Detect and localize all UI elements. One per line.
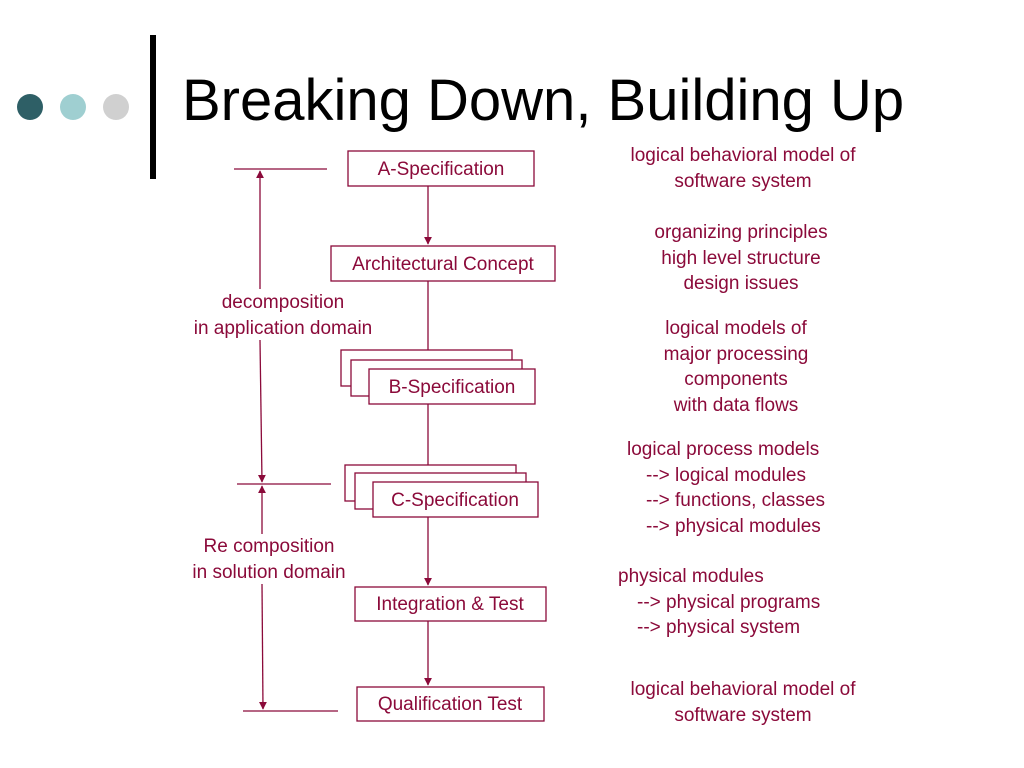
page-title: Breaking Down, Building Up — [182, 68, 905, 133]
c-spec-label: C-Specification — [391, 490, 519, 511]
b-spec-description-line-2: major processing — [663, 343, 809, 365]
integration-description-line-1: physical modules — [618, 566, 764, 587]
bullet-dot-dark — [17, 94, 43, 120]
arch-concept-label: Architectural Concept — [352, 254, 534, 275]
c-spec-description-line-1: logical process models — [627, 439, 820, 460]
b-spec-description: logical models of major processing compo… — [634, 316, 838, 418]
a-spec-label: A-Specification — [378, 159, 505, 180]
b-spec-description-line-1: logical models of — [665, 318, 807, 339]
arch-concept-box — [330, 245, 556, 282]
b-spec-description-line-4: with data flows — [673, 394, 799, 416]
a-spec-description-line-2: software system — [674, 170, 812, 192]
recomposition-label-line-1: Re composition — [203, 536, 335, 557]
arch-concept-description-line-3: design issues — [683, 273, 799, 294]
b-spec-description-line-3: components — [684, 369, 788, 390]
a-spec-description: logical behavioral model of software sys… — [609, 143, 877, 194]
integration-box — [354, 586, 547, 622]
c-spec-description-line-2: --> logical modules — [646, 464, 806, 486]
qualification-label: Qualification Test — [378, 694, 523, 715]
integration-label: Integration & Test — [376, 594, 524, 615]
integration-description: physical modules --> physical programs -… — [618, 564, 868, 641]
decomposition-label: decomposition in application domain — [176, 290, 390, 341]
decomposition-arrow-lower — [257, 339, 266, 483]
qualification-description-line-1: logical behavioral model of — [630, 679, 856, 700]
bullet-dot-light — [103, 94, 129, 120]
decomposition-label-line-1: decomposition — [221, 292, 345, 313]
arch-concept-description-line-1: organizing principles — [654, 222, 828, 243]
recomposition-label: Re composition in solution domain — [176, 534, 362, 585]
integration-description-line-2: --> physical programs — [637, 591, 821, 613]
qualification-description: logical behavioral model of software sys… — [609, 677, 877, 728]
a-spec-description-line-1: logical behavioral model of — [630, 145, 856, 166]
c-spec-description: logical process models --> logical modul… — [627, 437, 887, 539]
arch-concept-description: organizing principles high level structu… — [622, 220, 860, 297]
decomposition-label-line-2: in application domain — [193, 317, 373, 339]
arch-concept-description-line-2: high level structure — [661, 247, 821, 269]
c-spec-description-line-3: --> functions, classes — [646, 490, 825, 511]
c-spec-box — [372, 481, 539, 518]
b-spec-box — [368, 368, 536, 405]
c-spec-description-line-4: --> physical modules — [646, 515, 821, 537]
b-spec-label: B-Specification — [389, 377, 516, 398]
qualification-box — [356, 686, 545, 722]
bullet-dot-mid — [60, 94, 86, 120]
title-divider — [150, 35, 156, 179]
recomposition-arrow-lower — [258, 583, 267, 710]
a-spec-box — [347, 150, 535, 187]
integration-description-line-3: --> physical system — [637, 617, 801, 638]
recomposition-label-line-2: in solution domain — [192, 561, 346, 583]
qualification-description-line-2: software system — [674, 704, 812, 726]
